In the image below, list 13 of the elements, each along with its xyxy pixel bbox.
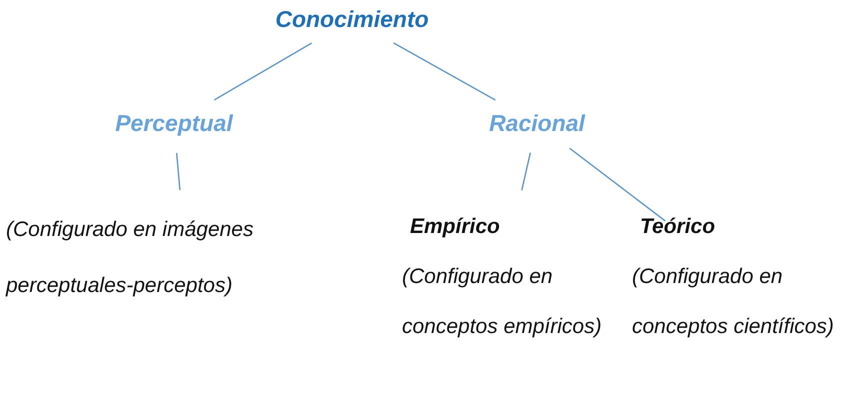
- connector-line: [393, 42, 496, 101]
- connector-line: [569, 148, 666, 222]
- node-heading: Empírico: [409, 214, 501, 240]
- node-text: Racional: [488, 109, 586, 138]
- connector-line: [176, 152, 181, 190]
- node-text: (Configurado en imágenes perceptuales-perceptos): [6, 217, 254, 299]
- node-text: (Configurado en conceptos empíricos): [402, 264, 602, 340]
- node-text: Conocimiento: [274, 5, 430, 34]
- connector-line: [521, 152, 531, 190]
- node-heading: Teórico: [639, 214, 716, 240]
- connector-line: [214, 42, 312, 100]
- node-text: (Configurado en conceptos científicos): [632, 264, 835, 340]
- node-text: Perceptual: [114, 109, 234, 138]
